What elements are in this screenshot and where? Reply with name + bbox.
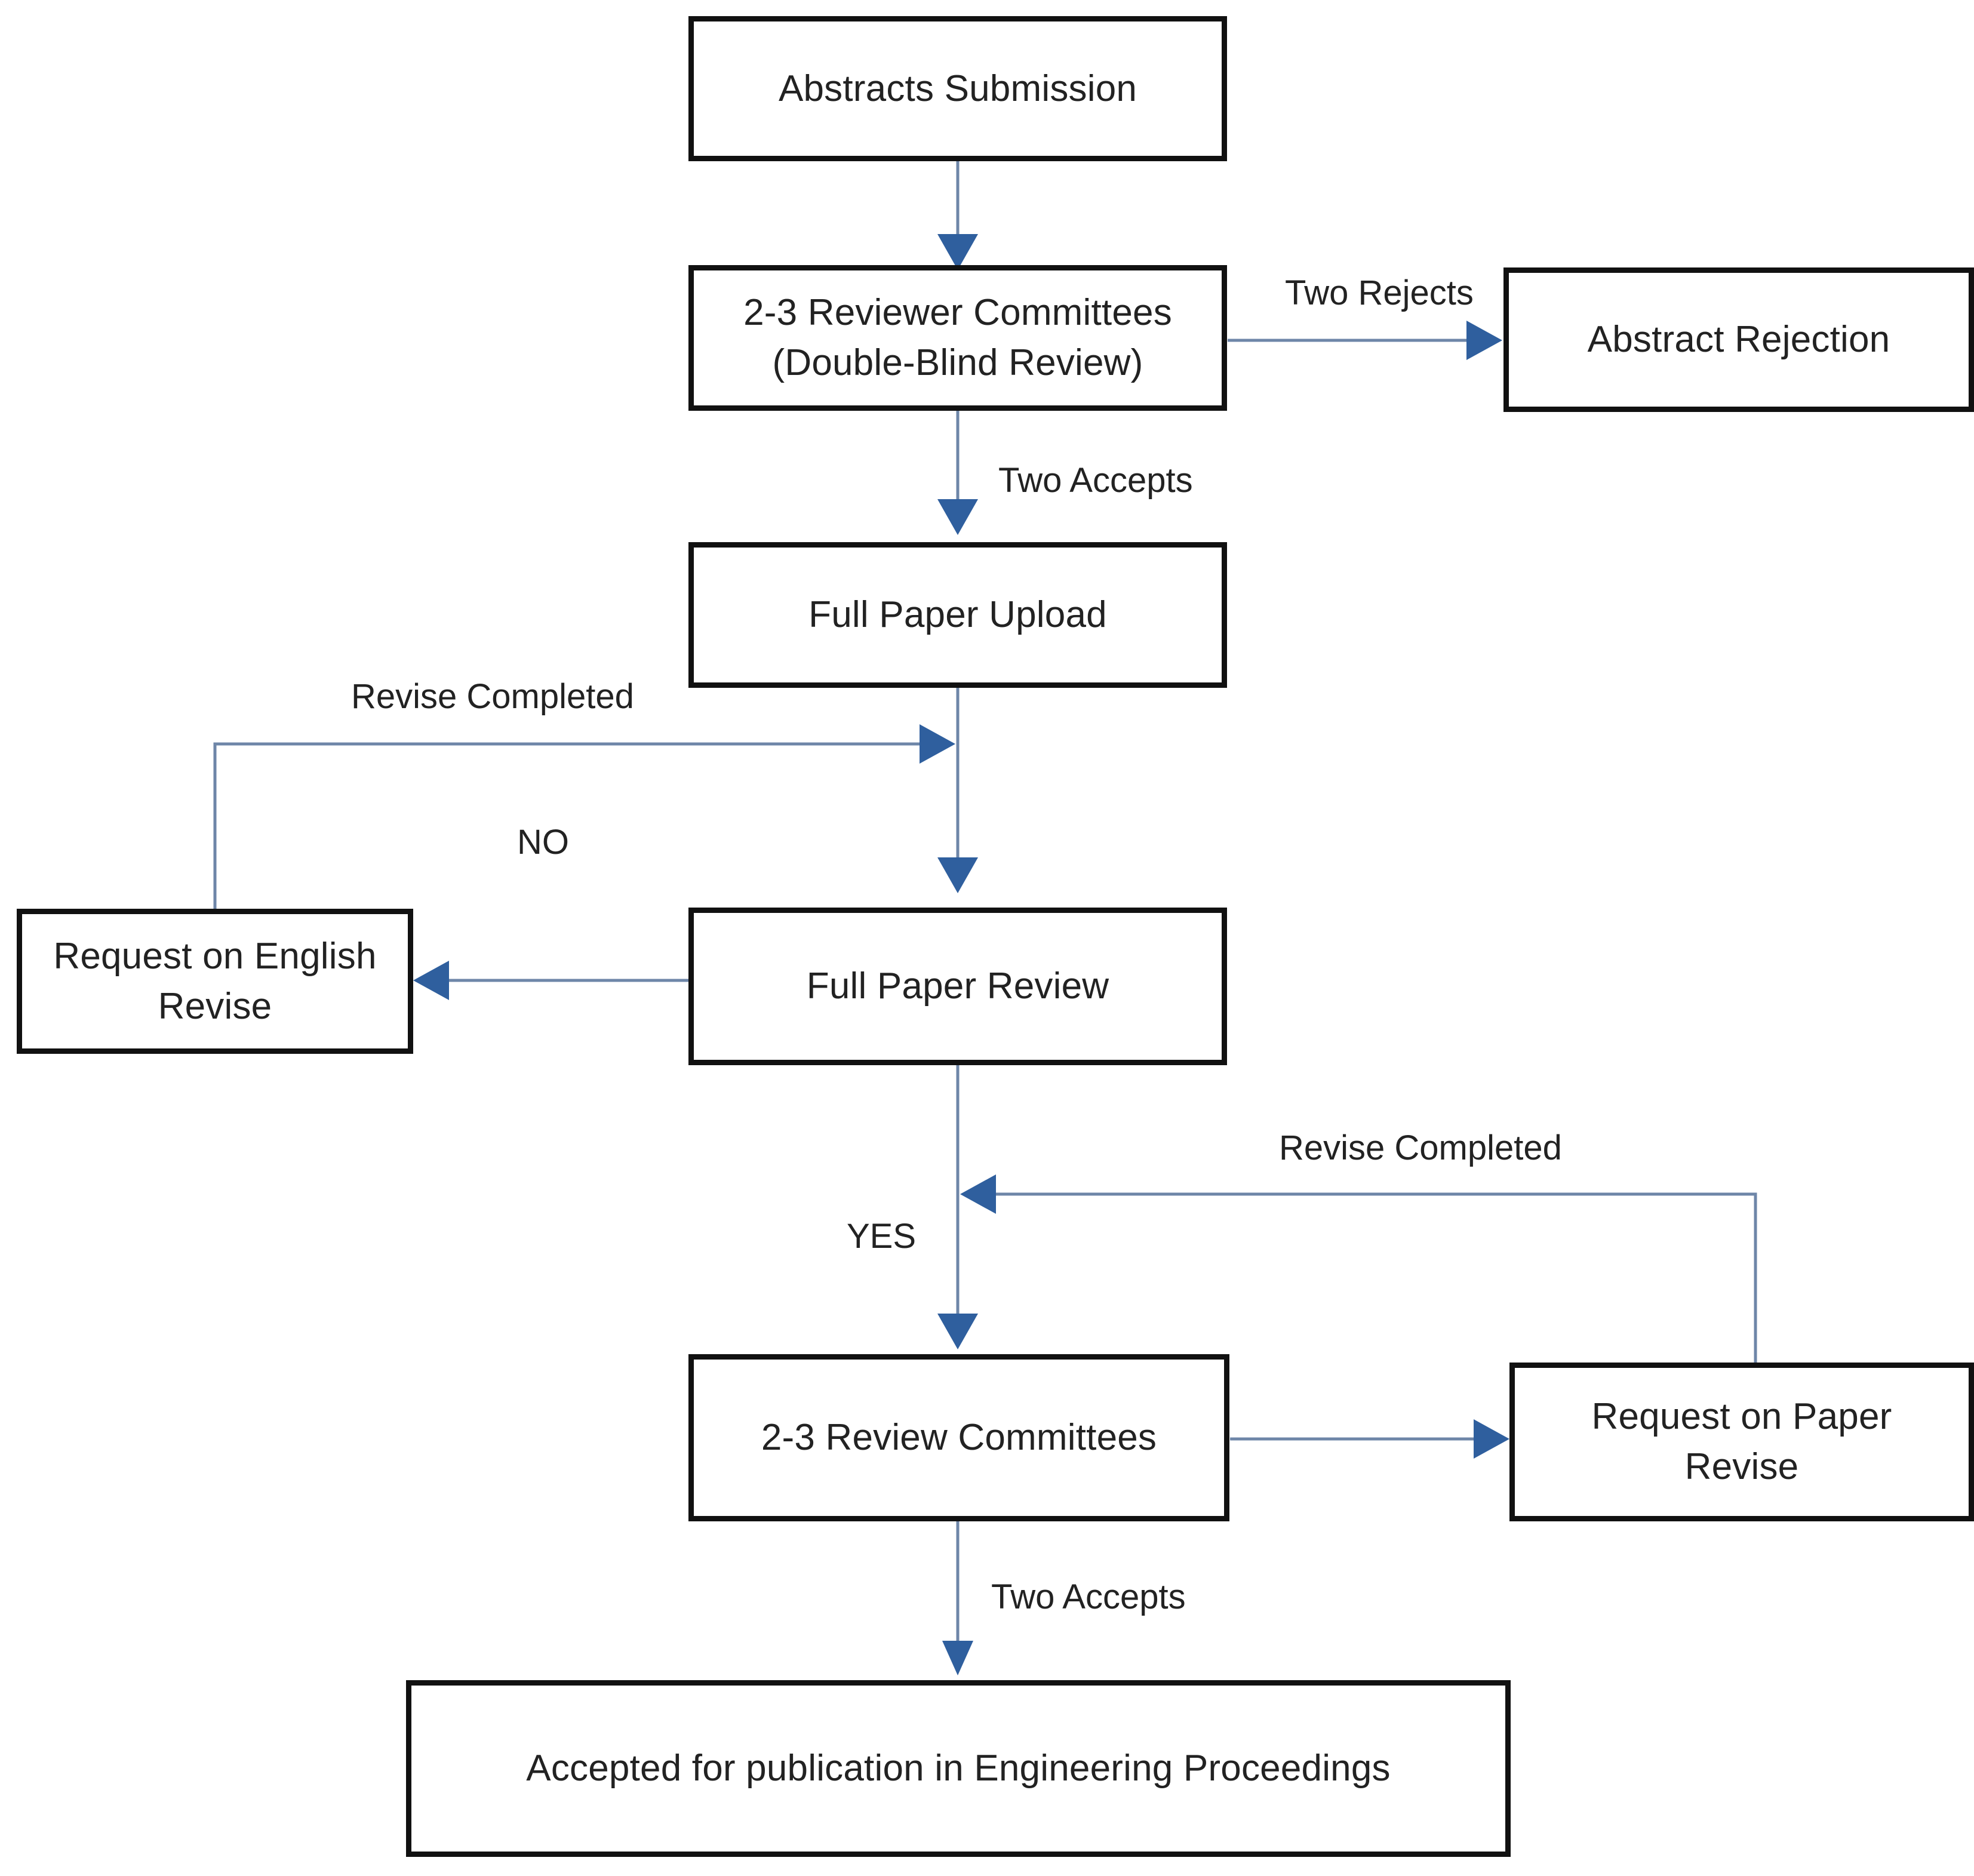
node-accepted-publication[interactable]: Accepted for publication in Engineering …	[406, 1680, 1511, 1857]
node-review-committees[interactable]: 2-3 Review Committees	[688, 1354, 1229, 1521]
edge-label-revise-completed-paper: Revise Completed	[1279, 1128, 1562, 1167]
edge-review-to-english-revise	[413, 961, 688, 1000]
edge-english-revise-to-upload	[213, 724, 955, 909]
node-label: Request on English Revise	[53, 935, 377, 1027]
edge-label-two-accepts-lower: Two Accepts	[991, 1577, 1186, 1616]
node-label: Abstract Rejection	[1587, 319, 1890, 361]
node-label: Full Paper Review	[806, 965, 1109, 1007]
edge-review-committees-to-paper-revise	[1230, 1419, 1509, 1459]
node-full-paper-upload[interactable]: Full Paper Upload	[688, 542, 1227, 688]
edge-review-committees-to-accepted	[942, 1521, 973, 1675]
node-label: Request on Paper Revise	[1591, 1396, 1892, 1487]
edge-label-two-accepts-upper: Two Accepts	[998, 461, 1193, 500]
node-full-paper-review[interactable]: Full Paper Review	[688, 908, 1227, 1065]
edge-committees-to-upload	[937, 411, 978, 535]
node-request-english-revise[interactable]: Request on English Revise	[17, 909, 413, 1054]
node-label: Abstracts Submission	[778, 67, 1137, 109]
edge-upload-to-review	[937, 688, 978, 893]
edge-paper-revise-to-review	[960, 1174, 1757, 1363]
edge-committees-to-rejection	[1228, 321, 1502, 360]
node-label: Full Paper Upload	[808, 594, 1107, 636]
node-request-paper-revise[interactable]: Request on Paper Revise	[1509, 1363, 1974, 1521]
edge-label-revise-completed-english: Revise Completed	[351, 677, 634, 716]
edge-abstracts-to-committees	[937, 161, 978, 270]
edge-review-to-review-committees	[937, 1065, 978, 1349]
node-label: Accepted for publication in Engineering …	[526, 1748, 1391, 1789]
node-label: 2-3 Reviewer Committees (Double-Blind Re…	[743, 292, 1172, 383]
node-reviewer-committees[interactable]: 2-3 Reviewer Committees (Double-Blind Re…	[688, 265, 1227, 411]
node-abstract-rejection[interactable]: Abstract Rejection	[1503, 267, 1974, 412]
edge-label-no: NO	[517, 823, 569, 862]
node-label: 2-3 Review Committees	[761, 1417, 1157, 1459]
edge-label-two-rejects: Two Rejects	[1285, 273, 1474, 312]
edge-label-yes: YES	[847, 1217, 917, 1256]
node-abstracts-submission[interactable]: Abstracts Submission	[688, 16, 1227, 161]
